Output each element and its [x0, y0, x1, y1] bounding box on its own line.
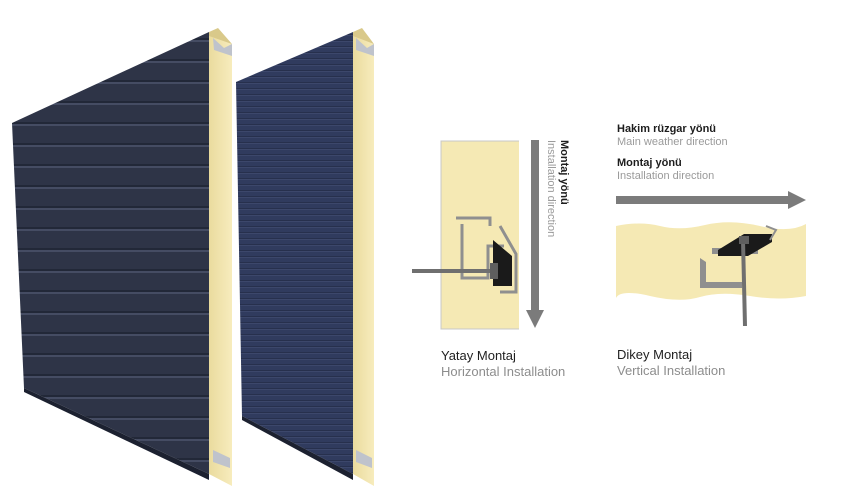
horizontal-joint-detail: [412, 140, 519, 330]
installation-arrow-right: [616, 191, 806, 209]
vertical-direction-label-tr: Montaj yönü: [617, 157, 682, 169]
wind-label-en: Main weather direction: [617, 136, 728, 148]
installation-arrow-down: [526, 140, 544, 328]
wind-label-tr: Hakim rüzgar yönü: [617, 123, 717, 135]
direction-label-tr: Montaj yönü: [558, 140, 570, 205]
horizontal-caption-en: Horizontal Installation: [441, 364, 566, 379]
panel-dark: [12, 28, 232, 486]
vertical-caption-tr: Dikey Montaj: [617, 347, 693, 362]
vertical-joint-detail: [616, 222, 806, 327]
direction-label-en: Installation direction: [545, 140, 557, 238]
panel-blue: [236, 28, 374, 486]
vertical-caption-en: Vertical Installation: [617, 363, 726, 378]
horizontal-caption-tr: Yatay Montaj: [441, 348, 516, 363]
vertical-direction-label-en: Installation direction: [617, 170, 715, 182]
